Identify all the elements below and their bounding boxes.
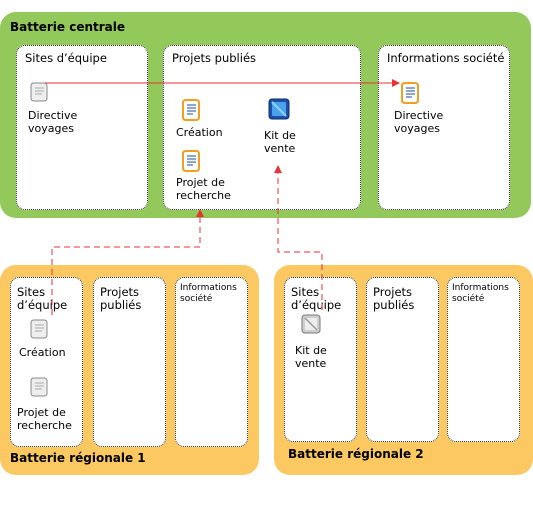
central-company-info: Informations société Directive voyages [378, 45, 510, 210]
site-title: Informations société [180, 283, 237, 304]
regional1-company-info: Informations société [175, 277, 248, 447]
site-title: Sites d’équipe [17, 285, 68, 312]
regional-farm-1-title: Batterie régionale 1 [10, 451, 146, 465]
document-icon [182, 99, 200, 121]
regional1-published-projects: Projets publiés [93, 277, 166, 447]
site-title: Informations société [387, 51, 505, 65]
central-published-projects: Projets publiés Création Kit de vente Pr… [163, 45, 361, 210]
doc-label: Projet de recherche [176, 176, 231, 202]
doc-label: Création [176, 126, 223, 139]
regional2-published-projects: Projets publiés [366, 277, 439, 442]
regional-farm-1: Batterie régionale 1 Sites d’équipe Créa… [0, 265, 259, 475]
site-title: Sites d’équipe [25, 51, 107, 65]
site-title: Sites d’équipe [291, 285, 342, 312]
regional1-team-sites: Sites d’équipe Création Projet de recher… [10, 277, 83, 447]
folder-icon [301, 314, 321, 334]
site-title: Informations société [452, 283, 509, 304]
document-icon [182, 150, 200, 172]
regional-farm-2: Batterie régionale 2 Sites d’équipe Kit … [274, 265, 533, 475]
document-icon [30, 82, 48, 102]
site-title: Projets publiés [373, 285, 415, 312]
doc-label: Directive voyages [28, 109, 78, 135]
regional2-company-info: Informations société [447, 277, 520, 442]
document-icon [30, 319, 48, 339]
central-farm: Batterie centrale Sites d’équipe Directi… [0, 12, 531, 218]
doc-label: Création [19, 346, 66, 359]
central-farm-title: Batterie centrale [10, 20, 126, 34]
central-team-sites: Sites d’équipe Directive voyages [16, 45, 148, 210]
site-title: Projets publiés [100, 285, 142, 312]
site-title: Projets publiés [172, 51, 257, 65]
document-icon [401, 82, 419, 104]
doc-label: Directive voyages [394, 109, 444, 135]
regional-farm-2-title: Batterie régionale 2 [288, 447, 424, 461]
doc-label: Projet de recherche [17, 406, 72, 432]
regional2-team-sites: Sites d’équipe Kit de vente [284, 277, 357, 442]
doc-label: Kit de vente [295, 344, 327, 370]
doc-label: Kit de vente [264, 129, 296, 155]
folder-icon [268, 98, 290, 120]
document-icon [30, 377, 48, 397]
